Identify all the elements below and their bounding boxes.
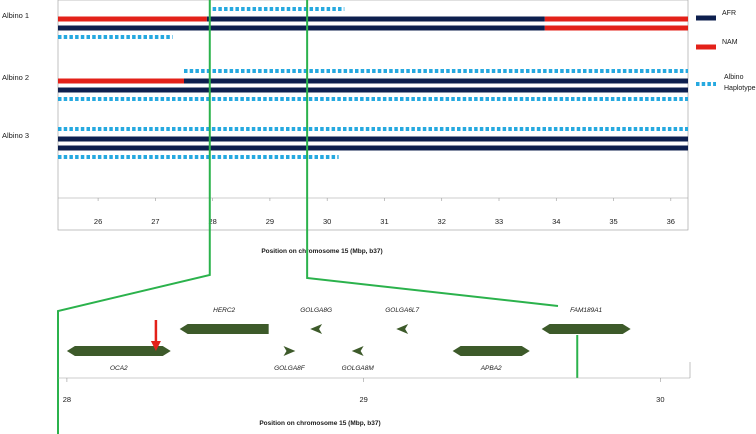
tick-label: 28 bbox=[208, 217, 216, 226]
tick-label: 35 bbox=[609, 217, 617, 226]
gene-herc2 bbox=[179, 324, 269, 334]
tick-label: 30 bbox=[323, 217, 331, 226]
top-axis-title: Position on chromosome 15 (Mbp, b37) bbox=[261, 248, 382, 255]
top-panel-border bbox=[57, 0, 689, 231]
gene-golga8f bbox=[283, 346, 296, 356]
zoom-line-right bbox=[306, 0, 559, 307]
gene-fam189a1 bbox=[541, 324, 631, 334]
gene-label: GOLGA8G bbox=[300, 307, 332, 314]
legend-label: AFR bbox=[722, 10, 736, 17]
gene-golga8m bbox=[351, 346, 364, 356]
gene-label: HERC2 bbox=[213, 307, 235, 314]
tick-label: 30 bbox=[656, 395, 664, 404]
legend-label: Albino bbox=[724, 74, 744, 81]
tick-label: 27 bbox=[151, 217, 159, 226]
legend-swatch-afr bbox=[696, 15, 716, 21]
gene-label: APBA2 bbox=[480, 365, 502, 372]
row-label: Albino 1 bbox=[2, 11, 29, 20]
row-label: Albino 3 bbox=[2, 131, 29, 140]
legend-label: NAM bbox=[722, 39, 738, 46]
gene-label: GOLGA6L7 bbox=[385, 307, 419, 314]
zoom-connector-lines bbox=[57, 0, 579, 434]
bottom-axis-title: Position on chromosome 15 (Mbp, b37) bbox=[259, 420, 380, 427]
tick-label: 26 bbox=[94, 217, 102, 226]
tick-label: 33 bbox=[495, 217, 503, 226]
zoom-line-left bbox=[57, 0, 211, 434]
tick-label: 34 bbox=[552, 217, 560, 226]
gene-label: FAM189A1 bbox=[570, 307, 602, 314]
row-label: Albino 2 bbox=[2, 73, 29, 82]
tick-label: 29 bbox=[359, 395, 367, 404]
top-panel-frame bbox=[57, 0, 689, 231]
tick-label: 29 bbox=[266, 217, 274, 226]
tick-label: 36 bbox=[667, 217, 675, 226]
top-axis-ticks: 26 27 28 29 30 31 32 33 34 35 36 bbox=[94, 198, 675, 226]
gene-label: GOLGA8F bbox=[274, 365, 306, 372]
gene-label: GOLGA8M bbox=[342, 365, 375, 372]
tick-label: 28 bbox=[63, 395, 71, 404]
legend-swatch-nam bbox=[696, 44, 716, 50]
marker-arrow-head bbox=[150, 341, 161, 351]
haplotype-tracks bbox=[58, 7, 688, 159]
gene-oca2 bbox=[66, 346, 171, 356]
gene-apba2 bbox=[452, 346, 530, 356]
tick-label: 32 bbox=[438, 217, 446, 226]
gene-golga6l7 bbox=[396, 324, 409, 334]
row-labels: Albino 1 Albino 2 Albino 3 bbox=[2, 11, 29, 140]
legend-label: Haplotype bbox=[724, 85, 756, 92]
gene-label: OCA2 bbox=[110, 365, 128, 372]
gene-golga8g bbox=[310, 324, 323, 334]
bottom-axis: 28 29 30 bbox=[58, 362, 691, 404]
tick-label: 31 bbox=[380, 217, 388, 226]
